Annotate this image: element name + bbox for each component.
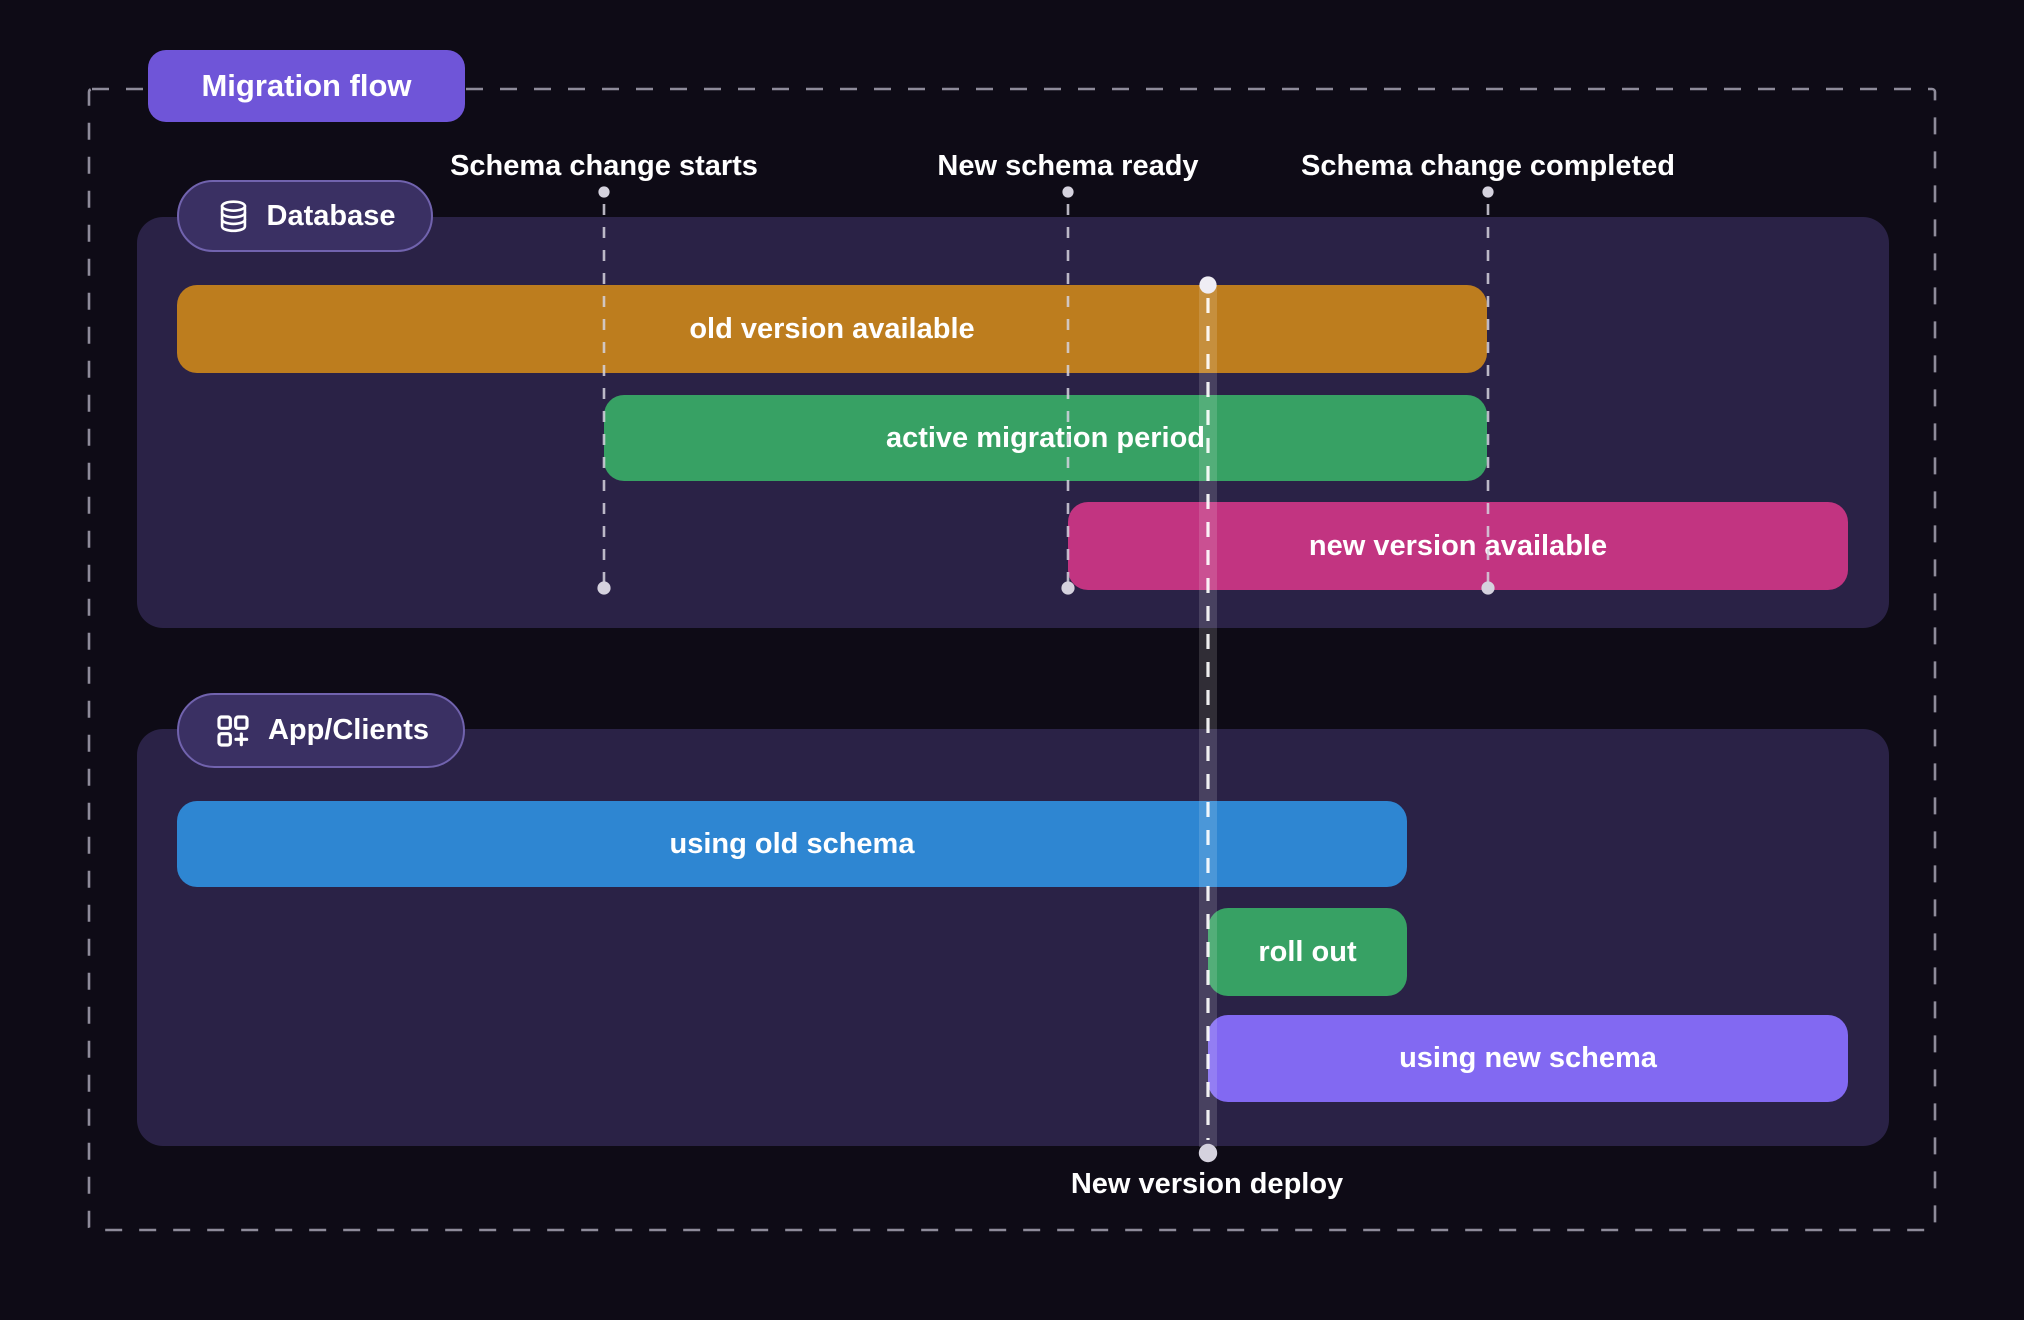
milestone-label-schema-change-starts: Schema change starts	[450, 150, 758, 182]
bar-label: using old schema	[669, 827, 915, 860]
database-icon	[215, 198, 252, 235]
bar-active-migration-period: active migration period	[604, 395, 1487, 481]
bar-new-version-available: new version available	[1068, 502, 1848, 590]
database-badge-label: Database	[266, 199, 396, 232]
bar-label: old version available	[689, 312, 975, 345]
bar-roll-out: roll out	[1208, 908, 1407, 996]
apps-plus-icon	[213, 711, 253, 751]
milestone-label-schema-change-completed: Schema change completed	[1301, 150, 1675, 182]
bar-label: using new schema	[1399, 1042, 1657, 1074]
bar-using-old-schema: using old schema	[177, 801, 1407, 887]
title-badge: Migration flow	[148, 50, 465, 122]
bar-label: active migration period	[885, 421, 1206, 454]
milestone-label-new-schema-ready: New schema ready	[937, 150, 1199, 182]
app-clients-badge: App/Clients	[177, 693, 465, 768]
bar-old-version-available: old version available	[177, 285, 1487, 373]
app-clients-badge-label: App/Clients	[267, 714, 430, 746]
page-title: Migration flow	[201, 68, 412, 103]
bar-label: roll out	[1258, 935, 1357, 968]
deploy-label: New version deploy	[1070, 1168, 1344, 1200]
database-badge: Database	[177, 180, 433, 252]
bar-using-new-schema: using new schema	[1208, 1015, 1848, 1102]
bar-label: new version available	[1308, 529, 1608, 562]
